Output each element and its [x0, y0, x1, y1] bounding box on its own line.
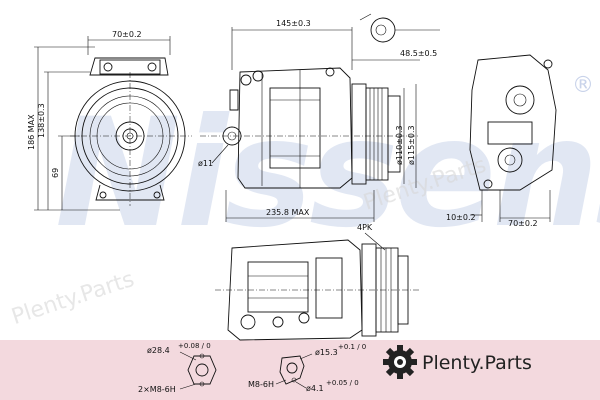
right-offset-label: 10±0.2 — [446, 213, 476, 222]
port-diameter-label: ø11 — [198, 159, 213, 168]
right-view: 10±0.2 70±0.2 — [446, 54, 557, 228]
pulley-d1-label: ø110±0.3 — [395, 125, 404, 165]
fitting-b: ø15.3 +0.1 / 0 M8-6H ø4.1 +0.05 / 0 — [248, 343, 366, 393]
front-view: 70±0.2 186 MAX 138±0.3 69 — [27, 30, 192, 211]
registered-mark: ® — [572, 73, 594, 98]
plenty-parts-logo: Plenty.Parts — [383, 345, 532, 379]
front-height-label: 186 MAX — [27, 114, 36, 150]
bottom-view: 4PK — [215, 223, 420, 341]
pulley-d2-label: ø115±0.3 — [407, 125, 416, 165]
fitting-b-pin-tolerance-label: +0.05 / 0 — [326, 379, 359, 387]
fitting-a: ø28.4 +0.08 / 0 2×M8-6H — [138, 342, 217, 394]
groove-label: 4PK — [357, 223, 373, 232]
fitting-b-thread-label: M8-6H — [248, 380, 274, 389]
top-length-label: 145±0.3 — [276, 19, 311, 28]
front-inner-height-label: 138±0.3 — [37, 103, 46, 138]
front-width-label: 70±0.2 — [112, 30, 142, 39]
total-length-label: 235.8 MAX — [266, 208, 310, 217]
plenty-watermark-1: Plenty.Parts — [9, 267, 138, 330]
logo-band — [0, 340, 600, 400]
fitting-a-thread-label: 2×M8-6H — [138, 385, 176, 394]
plenty-parts-text: Plenty.Parts — [422, 352, 532, 374]
fitting-a-tolerance-label: +0.08 / 0 — [178, 342, 211, 350]
fitting-a-diameter-label: ø28.4 — [147, 346, 170, 355]
side-offset-label: 48.5±0.5 — [400, 49, 437, 58]
front-center-label: 69 — [51, 168, 60, 178]
fitting-b-pin-label: ø4.1 — [306, 384, 324, 393]
gear-icon — [383, 345, 417, 379]
fitting-b-tolerance-label: +0.1 / 0 — [338, 343, 366, 351]
nissens-watermark: Nissens — [55, 87, 600, 261]
fitting-b-diameter-label: ø15.3 — [315, 348, 338, 357]
side-view: 145±0.3 48.5±0.5 ø110±0.3 — [198, 13, 440, 222]
right-width-label: 70±0.2 — [508, 219, 538, 228]
